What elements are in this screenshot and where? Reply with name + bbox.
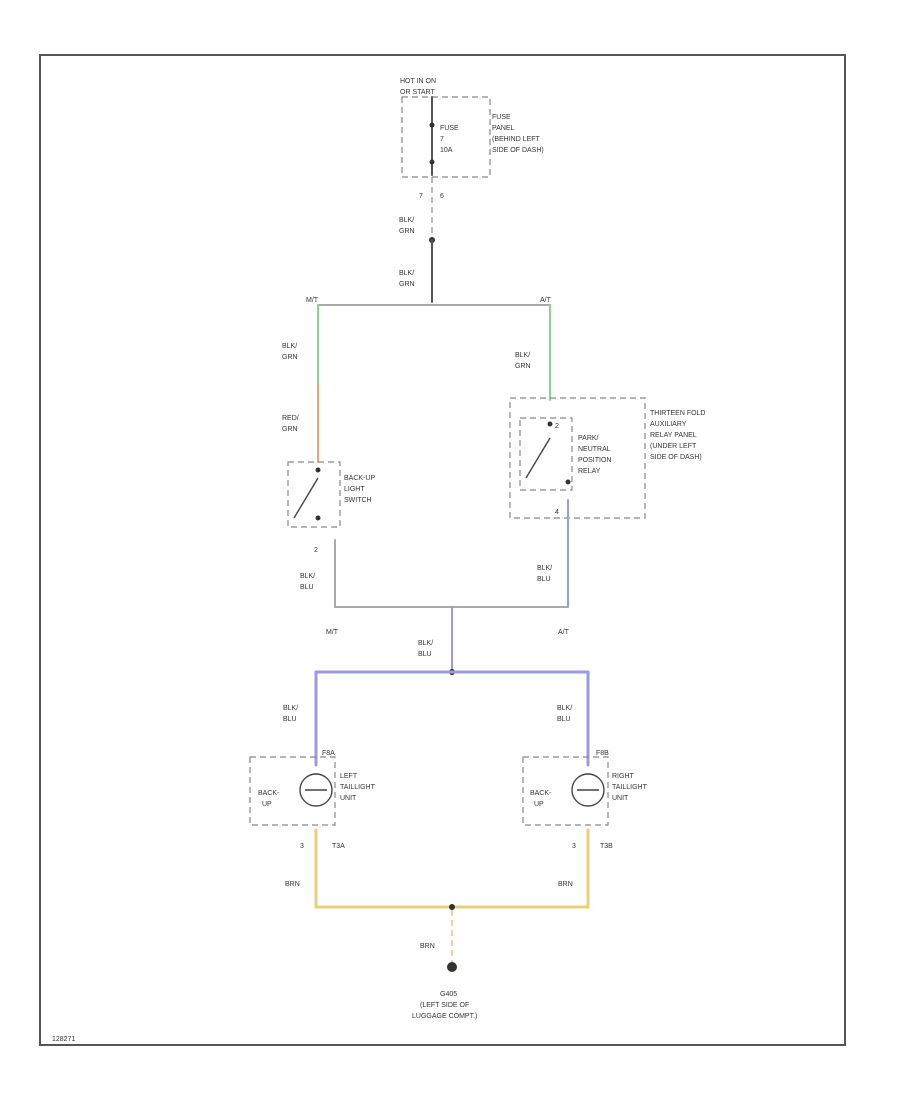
pn-relay-terminal-top <box>547 421 553 427</box>
fuse-pin-b: 6 <box>440 193 444 200</box>
wire-label-mt-2: GRN <box>282 354 298 361</box>
left-tail-line1: LEFT <box>340 773 358 780</box>
fuse-rating: 10A <box>440 147 453 154</box>
relay-panel-line4: (UNDER LEFT <box>650 443 697 450</box>
backup-switch-line2: LIGHT <box>344 486 365 493</box>
left-lamp-label: BACK- <box>258 790 280 797</box>
backup-switch-box <box>287 461 341 528</box>
wire-label-feed-1: BLK/ <box>399 270 414 277</box>
wire-label-right-gnd: BRN <box>558 881 573 888</box>
wire-label-red-2: GRN <box>282 426 298 433</box>
wire-label-right-feed-2: BLU <box>557 716 571 723</box>
fuse-label: FUSE <box>440 125 459 132</box>
pn-relay-line4: RELAY <box>578 468 601 475</box>
left-tail-box <box>249 756 336 826</box>
wire-label-gnd-drop: BRN <box>420 943 435 950</box>
diagram-frame <box>39 54 846 1046</box>
right-tail-box <box>522 756 609 826</box>
wire-label-fuse-out-2: GRN <box>399 228 415 235</box>
pn-relay-pin-top: 2 <box>555 423 559 430</box>
wire-label-mt-out-2: BLU <box>300 584 314 591</box>
backup-switch-terminal-top <box>315 467 321 473</box>
relay-panel-line5: SIDE OF DASH) <box>650 454 702 461</box>
relay-panel-line3: RELAY PANEL <box>650 432 697 439</box>
fuse-panel-line4: SIDE OF DASH) <box>492 147 544 154</box>
relay-panel-line2: AUXILIARY <box>650 421 687 428</box>
backup-switch-pin: 2 <box>314 547 318 554</box>
wire-label-at-out-1: BLK/ <box>537 565 552 572</box>
wire-label-at-out-2: BLU <box>537 576 551 583</box>
left-tail-connector: F8A <box>322 750 335 757</box>
backup-switch-line1: BACK-UP <box>344 475 375 482</box>
left-lamp-label-2: UP <box>262 801 272 808</box>
ground-splice <box>449 904 455 910</box>
wire-label-left-gnd: BRN <box>285 881 300 888</box>
wire-label-red-1: RED/ <box>282 415 299 422</box>
fuse-panel-box <box>401 96 491 178</box>
wire-label-fuse-out-1: BLK/ <box>399 217 414 224</box>
fuse-panel-line1: FUSE <box>492 114 511 121</box>
wire-label-left-feed-2: BLU <box>283 716 297 723</box>
right-tail-pin: 3 <box>572 843 576 850</box>
right-tail-line2: TAILLIGHT <box>612 784 648 791</box>
fuse-number: 7 <box>440 136 444 143</box>
right-lamp-label: BACK- <box>530 790 552 797</box>
power-label-line2: OR START <box>400 89 435 96</box>
right-tail-line1: RIGHT <box>612 773 635 780</box>
ground-point-icon <box>447 962 457 972</box>
fuse-pin-a: 7 <box>419 193 423 200</box>
power-label-line1: HOT IN ON <box>400 78 436 85</box>
ground-line3: LUGGAGE COMPT.) <box>412 1013 477 1020</box>
wire-label-feed-2: GRN <box>399 281 415 288</box>
branch-label-at-bottom: A/T <box>558 629 570 636</box>
wire-label-at-2: GRN <box>515 363 531 370</box>
left-tail-pin: 3 <box>300 843 304 850</box>
wire-label-join-1: BLK/ <box>418 640 433 647</box>
right-lamp-label-2: UP <box>534 801 544 808</box>
branch-label-mt-top: M/T <box>306 297 319 304</box>
left-tail-line2: TAILLIGHT <box>340 784 376 791</box>
corner-code: 128271 <box>52 1036 75 1043</box>
wire-label-at-1: BLK/ <box>515 352 530 359</box>
backup-switch-blade <box>293 477 319 519</box>
backup-switch-terminal-bottom <box>315 515 321 521</box>
wire-label-right-feed-1: BLK/ <box>557 705 572 712</box>
fuse-panel-line2: PANEL <box>492 125 515 132</box>
fuse-panel-line3: (BEHIND LEFT <box>492 136 541 143</box>
fuse-terminal-bottom <box>429 159 435 165</box>
pn-relay-box <box>519 417 573 491</box>
wire-label-left-feed-1: BLK/ <box>283 705 298 712</box>
right-tail-connector: F8B <box>596 750 609 757</box>
right-tail-ground-conn: T3B <box>600 843 613 850</box>
ground-line2: (LEFT SIDE OF <box>420 1002 469 1009</box>
left-tail-ground-conn: T3A <box>332 843 345 850</box>
relay-panel-line1: THIRTEEN FOLD <box>650 410 706 417</box>
ground-line1: G405 <box>440 991 457 998</box>
pn-relay-line1: PARK/ <box>578 435 599 442</box>
pn-relay-terminal-bottom <box>565 479 571 485</box>
pn-relay-line2: NEUTRAL <box>578 446 611 453</box>
pn-relay-pin-bottom: 4 <box>555 509 559 516</box>
pn-relay-blade <box>525 437 551 479</box>
pn-relay-line3: POSITION <box>578 457 611 464</box>
left-tail-line3: UNIT <box>340 795 357 802</box>
wire-label-join-2: BLU <box>418 651 432 658</box>
right-tail-line3: UNIT <box>612 795 629 802</box>
wire-label-mt-out-1: BLK/ <box>300 573 315 580</box>
relay-panel-box <box>509 397 646 519</box>
branch-label-mt-bottom: M/T <box>326 629 339 636</box>
branch-label-at-top: A/T <box>540 297 552 304</box>
backup-switch-line3: SWITCH <box>344 497 372 504</box>
wire-label-mt-1: BLK/ <box>282 343 297 350</box>
fuse-terminal-top <box>429 122 435 128</box>
